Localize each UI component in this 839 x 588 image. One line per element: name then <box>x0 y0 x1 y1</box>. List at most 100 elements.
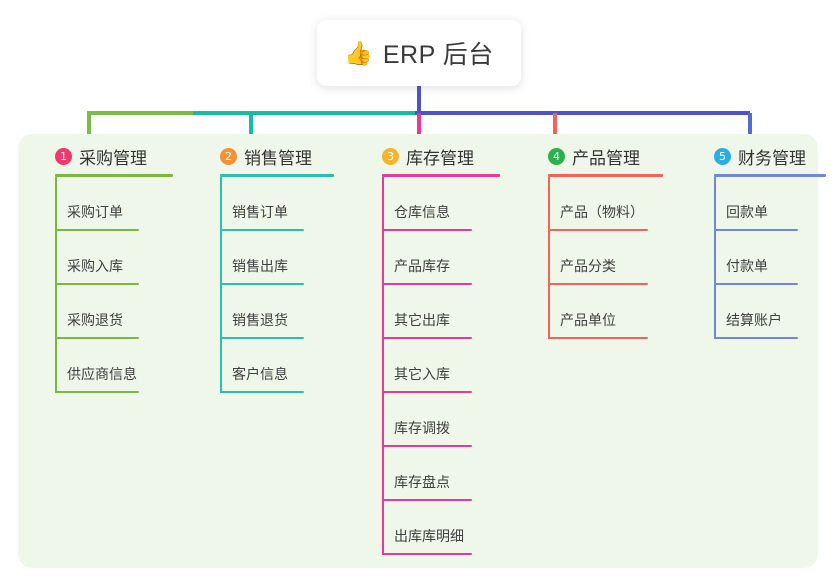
leaf-item-label: 销售出库 <box>232 258 288 274</box>
leaf-item[interactable]: 库存调拨 <box>360 393 500 447</box>
leaf-item[interactable]: 其它出库 <box>360 285 500 339</box>
leaf-item-underline <box>220 229 304 231</box>
drop-col-4 <box>553 113 557 151</box>
leaf-item-underline <box>55 229 139 231</box>
leaf-item-label: 供应商信息 <box>67 366 137 382</box>
column-header-1[interactable]: 1 采购管理 <box>33 144 173 168</box>
column-header-4[interactable]: 4 产品管理 <box>526 144 663 168</box>
leaf-item-underline <box>55 337 139 339</box>
column-header-3[interactable]: 3 库存管理 <box>360 144 500 168</box>
column-spine <box>220 177 222 393</box>
leaf-item-label: 结算账户 <box>726 312 782 328</box>
leaf-item-label: 其它入库 <box>394 366 450 382</box>
column-underline <box>382 174 500 177</box>
column-title: 采购管理 <box>79 148 147 168</box>
column-title: 销售管理 <box>244 148 312 168</box>
leaf-item-label: 产品分类 <box>560 258 616 274</box>
column-header-2[interactable]: 2 销售管理 <box>198 144 334 168</box>
leaf-item[interactable]: 产品单位 <box>526 285 663 339</box>
column-spine <box>548 177 550 339</box>
leaf-item-underline <box>714 283 798 285</box>
leaf-item[interactable]: 销售退货 <box>198 285 334 339</box>
leaf-item-underline <box>382 445 472 447</box>
column-items: 采购订单采购入库采购退货供应商信息 <box>33 177 173 393</box>
column-title: 产品管理 <box>572 148 640 168</box>
drop-col-1 <box>87 113 91 151</box>
leaf-item[interactable]: 产品库存 <box>360 231 500 285</box>
leaf-item-underline <box>548 283 648 285</box>
column-index-badge: 4 <box>548 147 565 165</box>
leaf-item[interactable]: 采购入库 <box>33 231 173 285</box>
leaf-item-label: 销售订单 <box>232 204 288 220</box>
thumbs-up-icon: 👍 <box>344 39 373 66</box>
column-items: 产品（物料） 产品分类产品单位 <box>526 177 663 339</box>
column-underline <box>55 174 173 177</box>
column-index-badge: 1 <box>55 147 72 165</box>
leaf-item[interactable]: 客户信息 <box>198 339 334 393</box>
column-underline <box>220 174 334 177</box>
leaf-item-label: 其它出库 <box>394 312 450 328</box>
trunk-connector <box>417 86 421 113</box>
leaf-item-underline <box>382 283 472 285</box>
column-index-badge: 5 <box>714 147 731 165</box>
leaf-item-label: 客户信息 <box>232 366 288 382</box>
leaf-item[interactable]: 付款单 <box>692 231 826 285</box>
leaf-item[interactable]: 销售订单 <box>198 177 334 231</box>
leaf-item-underline <box>548 229 648 231</box>
leaf-item-label: 销售退货 <box>232 312 288 328</box>
leaf-item[interactable]: 采购退货 <box>33 285 173 339</box>
leaf-item-underline <box>220 283 304 285</box>
leaf-item-underline <box>382 229 472 231</box>
leaf-item[interactable]: 产品（物料） <box>526 177 663 231</box>
column-spine <box>382 177 384 555</box>
column-4: 4 产品管理产品（物料） 产品分类产品单位 <box>526 144 663 339</box>
column-index-badge: 3 <box>382 147 399 165</box>
leaf-item[interactable]: 供应商信息 <box>33 339 173 393</box>
leaf-item-label: 回款单 <box>726 204 768 220</box>
leaf-item-underline <box>382 553 472 555</box>
leaf-item-underline <box>55 391 139 393</box>
column-title: 库存管理 <box>406 148 474 168</box>
leaf-item[interactable]: 回款单 <box>692 177 826 231</box>
leaf-item[interactable]: 库存盘点 <box>360 447 500 501</box>
leaf-item-underline <box>382 337 472 339</box>
column-underline <box>548 174 663 177</box>
leaf-item-label: 库存调拨 <box>394 420 450 436</box>
column-1: 1 采购管理采购订单采购入库采购退货供应商信息 <box>33 144 173 393</box>
leaf-item[interactable]: 出库库明细 <box>360 501 500 555</box>
leaf-item[interactable]: 结算账户 <box>692 285 826 339</box>
leaf-item[interactable]: 其它入库 <box>360 339 500 393</box>
leaf-item-underline <box>220 337 304 339</box>
leaf-item-label: 采购退货 <box>67 312 123 328</box>
leaf-item-label: 产品单位 <box>560 312 616 328</box>
column-3: 3 库存管理仓库信息产品库存其它出库其它入库库存调拨库存盘点出库库明细 <box>360 144 500 555</box>
leaf-item[interactable]: 产品分类 <box>526 231 663 285</box>
leaf-item-label: 采购入库 <box>67 258 123 274</box>
column-items: 销售订单销售出库销售退货客户信息 <box>198 177 334 393</box>
diagram-panel <box>18 134 818 568</box>
column-items: 仓库信息产品库存其它出库其它入库库存调拨库存盘点出库库明细 <box>360 177 500 555</box>
root-node-card[interactable]: 👍 ERP 后台 <box>317 20 521 86</box>
leaf-item-label: 出库库明细 <box>394 528 464 544</box>
leaf-item-label: 付款单 <box>726 258 768 274</box>
bus-purple <box>415 111 750 115</box>
root-node-title: ERP 后台 <box>382 41 494 69</box>
bus-teal <box>193 111 415 115</box>
column-items: 回款单付款单结算账户 <box>692 177 826 339</box>
column-index-badge: 2 <box>220 147 237 165</box>
leaf-item[interactable]: 仓库信息 <box>360 177 500 231</box>
column-spine <box>714 177 716 339</box>
column-underline <box>714 174 826 177</box>
leaf-item-underline <box>382 499 472 501</box>
drop-col-3 <box>417 113 421 151</box>
leaf-item[interactable]: 采购订单 <box>33 177 173 231</box>
leaf-item-underline <box>548 337 648 339</box>
leaf-item-underline <box>55 283 139 285</box>
drop-col-2 <box>249 113 253 151</box>
leaf-item[interactable]: 销售出库 <box>198 231 334 285</box>
drop-col-5 <box>748 113 752 151</box>
column-2: 2 销售管理销售订单销售出库销售退货客户信息 <box>198 144 334 393</box>
leaf-item-underline <box>714 337 798 339</box>
